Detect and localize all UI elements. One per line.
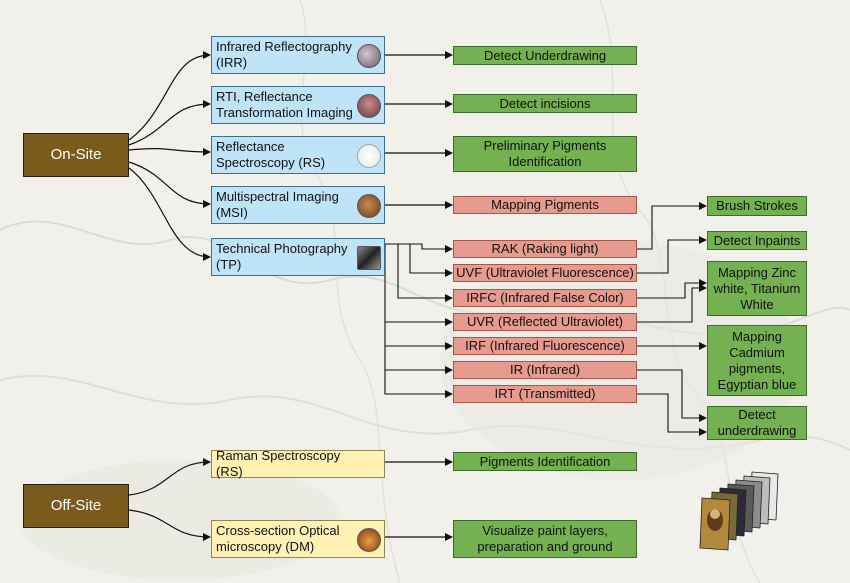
result-preliminary-pigments: Preliminary Pigments Identification (453, 136, 637, 172)
tp-method-rak: RAK (Raking light) (453, 240, 637, 258)
category-off-site: Off-Site (23, 484, 129, 528)
result-mapping-pigments: Mapping Pigments (453, 196, 637, 214)
tp-method-irf-label: IRF (Infrared Fluorescence) (465, 338, 625, 353)
category-on-site-label: On-Site (50, 146, 102, 163)
tp-method-irfc: IRFC (Infrared False Color) (453, 289, 637, 307)
result-preliminary-pigments-label: Preliminary Pigments Identification (483, 138, 607, 169)
result-detect-underdrawing: Detect Underdrawing (453, 46, 637, 65)
multispectral-stack-illustration (699, 471, 779, 551)
tp-method-uvf: UVF (Ultraviolet Fluorescence) (453, 264, 637, 282)
technique-raman: Raman Spectroscopy (RS) (211, 448, 385, 479)
category-on-site: On-Site (23, 133, 129, 177)
tp-result-detect-inpaints-label: Detect Inpaints (713, 232, 801, 248)
rs-thumbnail-icon (357, 144, 381, 168)
technique-msi: Multispectral Imaging (MSI) (211, 186, 385, 224)
technique-rti: RTI, Reflectance Transformation Imaging (211, 86, 385, 124)
tp-method-uvr-label: UVR (Reflected Ultraviolet) (466, 314, 624, 329)
dm-thumbnail-icon (357, 528, 381, 552)
technique-rs: Reflectance Spectroscopy (RS) (211, 136, 385, 174)
result-pigments-identification: Pigments Identification (453, 452, 637, 471)
result-visualize-layers: Visualize paint layers, preparation and … (453, 520, 637, 558)
tp-method-uvf-label: UVF (Ultraviolet Fluorescence) (456, 265, 634, 280)
technique-msi-label: Multispectral Imaging (MSI) (216, 189, 339, 220)
technique-dm-label: Cross-section Optical microscopy (DM) (216, 523, 340, 554)
tp-method-ir-label: IR (Infrared) (509, 362, 581, 377)
category-off-site-label: Off-Site (50, 497, 102, 514)
rti-thumbnail-icon (357, 94, 381, 118)
tp-thumbnail-icon (357, 246, 381, 270)
tp-method-rak-label: RAK (Raking light) (491, 241, 599, 256)
tp-method-irt: IRT (Transmitted) (453, 385, 637, 403)
technique-irr-label: Infrared Reflectography (IRR) (216, 39, 352, 70)
tp-method-uvr: UVR (Reflected Ultraviolet) (453, 313, 637, 331)
tp-method-ir: IR (Infrared) (453, 361, 637, 379)
irr-thumbnail-icon (357, 44, 381, 68)
tp-method-irfc-label: IRFC (Infrared False Color) (466, 290, 624, 305)
tp-result-detect-underdrawing: Detect underdrawing (707, 406, 807, 440)
technique-raman-label: Raman Spectroscopy (RS) (216, 448, 341, 479)
tp-result-brush-strokes-label: Brush Strokes (716, 198, 798, 213)
technique-rti-label: RTI, Reflectance Transformation Imaging (216, 89, 353, 120)
result-detect-incisions-label: Detect incisions (499, 95, 591, 111)
tp-result-mapping-zinc-label: Mapping Zinc white, Titanium White (713, 264, 801, 312)
tp-method-irf: IRF (Infrared Fluorescence) (453, 337, 637, 355)
result-detect-underdrawing-label: Detect Underdrawing (483, 47, 607, 63)
technique-tp-label: Technical Photography (TP) (216, 241, 348, 272)
tp-result-mapping-cadmium: Mapping Cadmium pigments, Egyptian blue (707, 325, 807, 396)
tp-result-mapping-cadmium-label: Mapping Cadmium pigments, Egyptian blue (717, 328, 797, 392)
tp-result-detect-underdrawing-label: Detect underdrawing (717, 407, 797, 438)
tp-result-brush-strokes: Brush Strokes (707, 196, 807, 216)
technique-tp: Technical Photography (TP) (211, 238, 385, 276)
technique-dm: Cross-section Optical microscopy (DM) (211, 520, 385, 558)
result-pigments-identification-label: Pigments Identification (479, 453, 611, 469)
result-visualize-layers-label: Visualize paint layers, preparation and … (477, 523, 613, 554)
result-mapping-pigments-label: Mapping Pigments (491, 197, 599, 212)
technique-rs-label: Reflectance Spectroscopy (RS) (216, 139, 326, 170)
tp-result-mapping-zinc: Mapping Zinc white, Titanium White (707, 261, 807, 316)
result-detect-incisions: Detect incisions (453, 94, 637, 113)
tp-method-irt-label: IRT (Transmitted) (494, 386, 596, 401)
tp-result-detect-inpaints: Detect Inpaints (707, 231, 807, 250)
msi-thumbnail-icon (357, 194, 381, 218)
technique-irr: Infrared Reflectography (IRR) (211, 36, 385, 74)
